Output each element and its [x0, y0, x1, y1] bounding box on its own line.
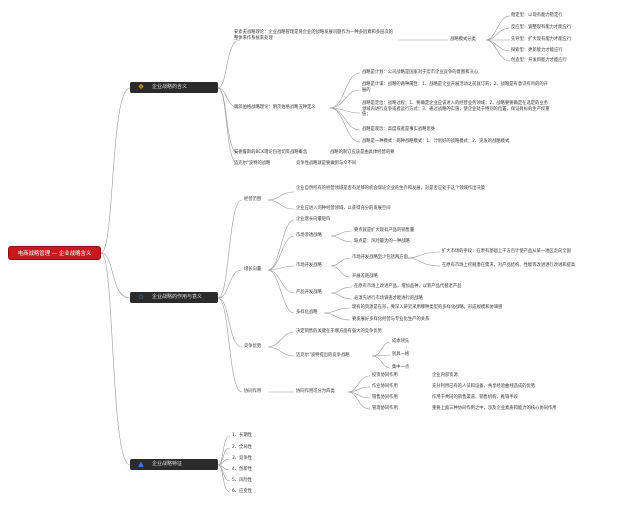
mintz-item: 战略是观念：高度或者是事实战略思维 [362, 127, 436, 132]
mintz-item: 战略是计谋：战略的两种属性：1、战略是企业开展活动之前就订的；2、战略是有意识有… [362, 82, 548, 93]
ansoff-theory: 安索夫战略理论：企业战略管理是将企业的战略发展问题作为一种多因素和多层次的整体来… [234, 30, 393, 41]
mintz-item: 战略是一种模式：两种战略模式：1、计划好的战略模式；2、突发的战略模式 [362, 139, 510, 144]
type-item: 反应型：调整现有能力才能应行 [511, 25, 572, 30]
div-item: 要发展好多样化经营与专业化生产的关系 [352, 317, 430, 322]
branch-label: 企业战略的含义 [152, 84, 188, 90]
branch-strategy-role[interactable]: ☆ 企业战略的作用与意义 [130, 292, 218, 303]
adv-item: 决定销售的关键在于哪方面有强大的竞争优势 [296, 329, 382, 334]
synergy-item: 管理协同作用 [372, 406, 398, 411]
synergy-item: 销售协同作用 [372, 395, 398, 400]
market-dev-sub: 市场开发战略至少包括两方面 [352, 255, 408, 260]
mintzberg-theory: 明茨伯格战略理论：明茨伯格战略五种定义 [234, 105, 316, 110]
div-item: 现有的资源是在形，要深入研究采用哪种类型的多样化战略，形成规模和协调感 [352, 305, 503, 310]
synergy-desc: 企业内部资源 [432, 373, 458, 378]
market-item: 扩大市场的手段：在原有基础上千方百计使产品从某一地区走向全国 [442, 249, 571, 254]
branch-strategy-meaning[interactable]: ❖ 企业战略的含义 [130, 82, 218, 93]
strategy-types-label: 战略模式分类 [450, 37, 476, 42]
growth-matrix: 企业增长向量矩阵 [296, 217, 331, 222]
feature-item: 2、全局性 [232, 445, 252, 450]
prod-item: 在原有市场上改进产品，增加品种，以新产品代替老产品 [354, 284, 462, 289]
market-dev-strategy: 市场开发战略 [296, 263, 322, 268]
pen-item: 缺点是：风险最大的一种战略 [354, 239, 410, 244]
type-item: 探索型：更新能力才能应行 [511, 48, 563, 53]
type-item: 稳定型：以现有能力稳定行 [511, 13, 563, 18]
feature-item: 6、应变性 [232, 489, 252, 494]
synergy-desc: 重要上面三种协同作用之中，涉及企业素质和能力的核心协同作用 [432, 406, 557, 411]
synergy: 协同作用 [244, 389, 262, 394]
type-item: 先导型：扩大现有能力才能应行 [511, 37, 572, 42]
competitive-advantage: 竞争优势 [244, 344, 262, 349]
porter-note: 竞争性战略就是要做到与众不同 [296, 161, 357, 166]
mintz-item: 战略是定位：战略过程；1、要确定企业应该进入的经营业务领域；2、战略要要确定在选… [362, 101, 550, 118]
pen-item: 要点就是扩大现有产品的销售量 [354, 228, 415, 233]
synergy-item: 作业协同作用 [372, 384, 398, 389]
diversification-strategy: 多样化战略 [296, 310, 318, 315]
branch-strategy-features[interactable]: ▲ 企业战略特征 [130, 459, 218, 470]
emblem-icon: ❖ [137, 83, 145, 91]
synergy-desc: 充分利用已有的人员和设备，共享经验曲线造成的优势 [432, 384, 536, 389]
flame-icon: ▲ [138, 460, 144, 468]
prod-item: 必须先进行市场调查才能进行的战略 [354, 296, 423, 301]
star-icon: ☆ [137, 293, 145, 301]
synergy-types: 协同作用可分为四类 [296, 389, 335, 394]
scope-item: 企业应进入何种经营领域，以获得充分的发展空间 [296, 206, 391, 211]
branch-label: 企业战略特征 [152, 461, 183, 467]
root-topic[interactable]: 电商战略管理 — 企业战略含义 [8, 246, 101, 260]
adv-sub-item: 成本领先 [392, 339, 410, 344]
growth-vector: 增长向量 [244, 267, 262, 272]
scope-item: 企业自然所有的经营领域是否有足够的机会保证企业的生存和发展。对是否应处于这个领域… [296, 186, 486, 191]
feature-item: 1、长期性 [232, 433, 252, 438]
type-item: 创造型：开发新能力才能应行 [511, 58, 567, 63]
feature-item: 5、风险性 [232, 478, 252, 483]
adv-sub-item: 集中一点 [392, 365, 410, 370]
porter-strategy: 迈克尔"波特的战略 [234, 161, 271, 166]
penetration-strategy: 市场渗透战略 [296, 233, 322, 238]
branch-label: 企业战略的作用与意义 [152, 294, 203, 300]
porter-competitive: 迈克尔"波特提出的竞争战略 [296, 353, 350, 358]
feature-item: 4、创新性 [232, 467, 252, 472]
adv-sub-item: 别具一格 [392, 352, 410, 357]
market-note: 开展差距战略 [352, 274, 378, 279]
product-dev-strategy: 产品开发战略 [296, 290, 322, 295]
mintz-item: 战略是计划：公司战略是国家对于宏市企业竞争的意图和决心 [362, 70, 479, 75]
synergy-desc: 作用于共同的销售渠道、销售机构、推销手段 [432, 395, 518, 400]
feature-item: 3、竞争性 [232, 456, 252, 461]
business-scope: 经营范围 [244, 197, 262, 202]
market-item: 在原有市场上挖掘潜在需求，对产品结构、性能等改进进行改进和提高 [442, 263, 576, 268]
synergy-item: 投资协同作用 [372, 373, 398, 378]
bck-note: 战略的制订应该是由具体经营的要 [330, 150, 395, 155]
bck-theory: 安德鲁斯的BCK理论包括切资战略概念 [234, 150, 308, 155]
